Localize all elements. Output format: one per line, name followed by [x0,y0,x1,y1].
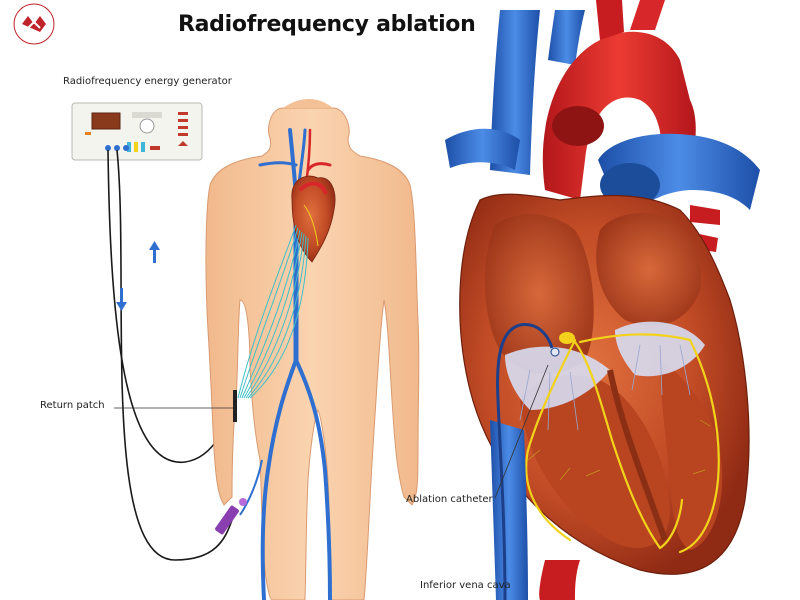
small-heart [291,175,336,263]
inferior-vena-cava [490,420,528,600]
clinic-logo [13,3,55,45]
ablation-catheter [496,323,554,600]
return-patch [233,390,237,422]
rf-generator-device [71,102,203,161]
current-direction-arrows [116,241,160,311]
aorta [542,31,696,200]
return-patch-label: Return patch [40,400,105,411]
heart-cross-section [445,0,760,600]
catheter-sheath [215,459,263,535]
av-node [559,332,575,344]
patch-leads [237,224,309,399]
ablation-catheter-leader [494,364,549,499]
page-title: Radiofrequency ablation [178,12,476,37]
ablation-catheter-label: Ablation catheter [406,494,493,505]
generator-label: Radiofrequency energy generator [63,76,232,87]
conduction-system [525,333,720,554]
inferior-vena-cava-label: Inferior vena cava [420,580,511,591]
human-body [205,99,420,600]
